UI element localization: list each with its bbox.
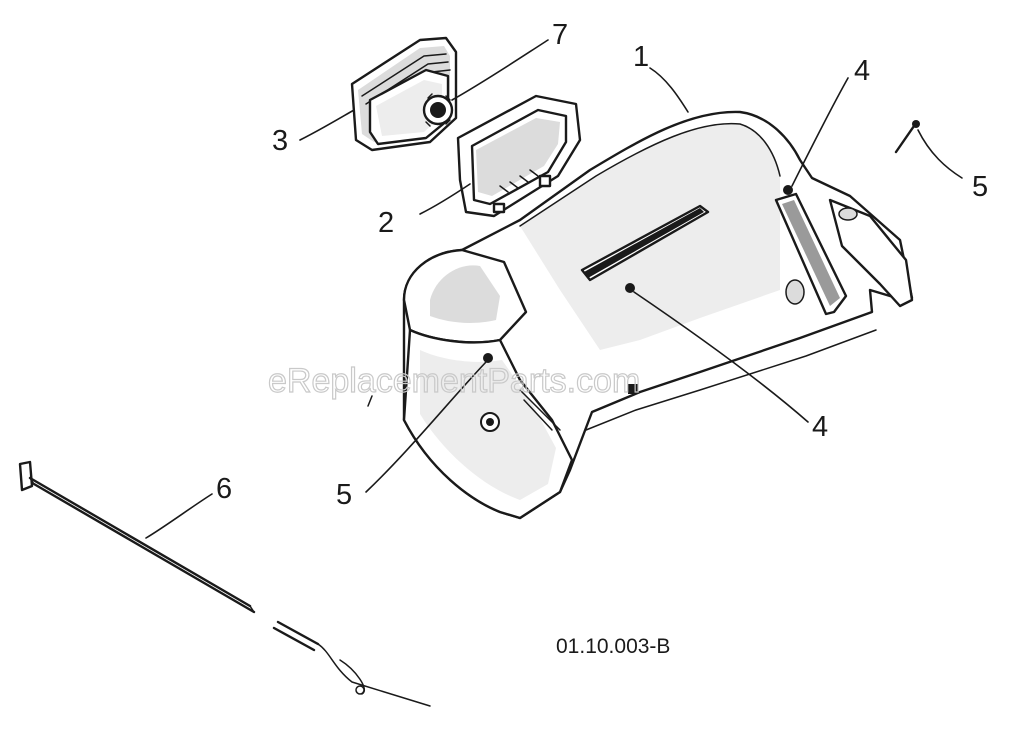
part-4-fastener-top [783, 185, 793, 195]
callout-4-top: 4 [854, 55, 870, 87]
callout-5-left: 5 [336, 479, 352, 511]
part-4-fastener-center [625, 283, 635, 293]
part-2-filter-housing [456, 94, 582, 218]
part-1-hood-cover [367, 110, 914, 520]
callout-7: 7 [552, 19, 568, 51]
part-5-screw-installed [483, 353, 493, 363]
watermark-text: eReplacementParts.com [268, 362, 640, 400]
callout-5-right: 5 [972, 171, 988, 203]
callout-4-center: 4 [812, 411, 828, 443]
drawing-code: 01.10.003-B [556, 635, 670, 658]
callout-1: 1 [633, 41, 649, 73]
leader-lines [145, 39, 963, 539]
callout-3: 3 [272, 125, 288, 157]
callout-2: 2 [378, 207, 394, 239]
part-3-air-filter [350, 36, 458, 152]
part-6-control-rod [18, 460, 431, 707]
part-5-screw-loose [894, 120, 920, 154]
callout-6: 6 [216, 473, 232, 505]
